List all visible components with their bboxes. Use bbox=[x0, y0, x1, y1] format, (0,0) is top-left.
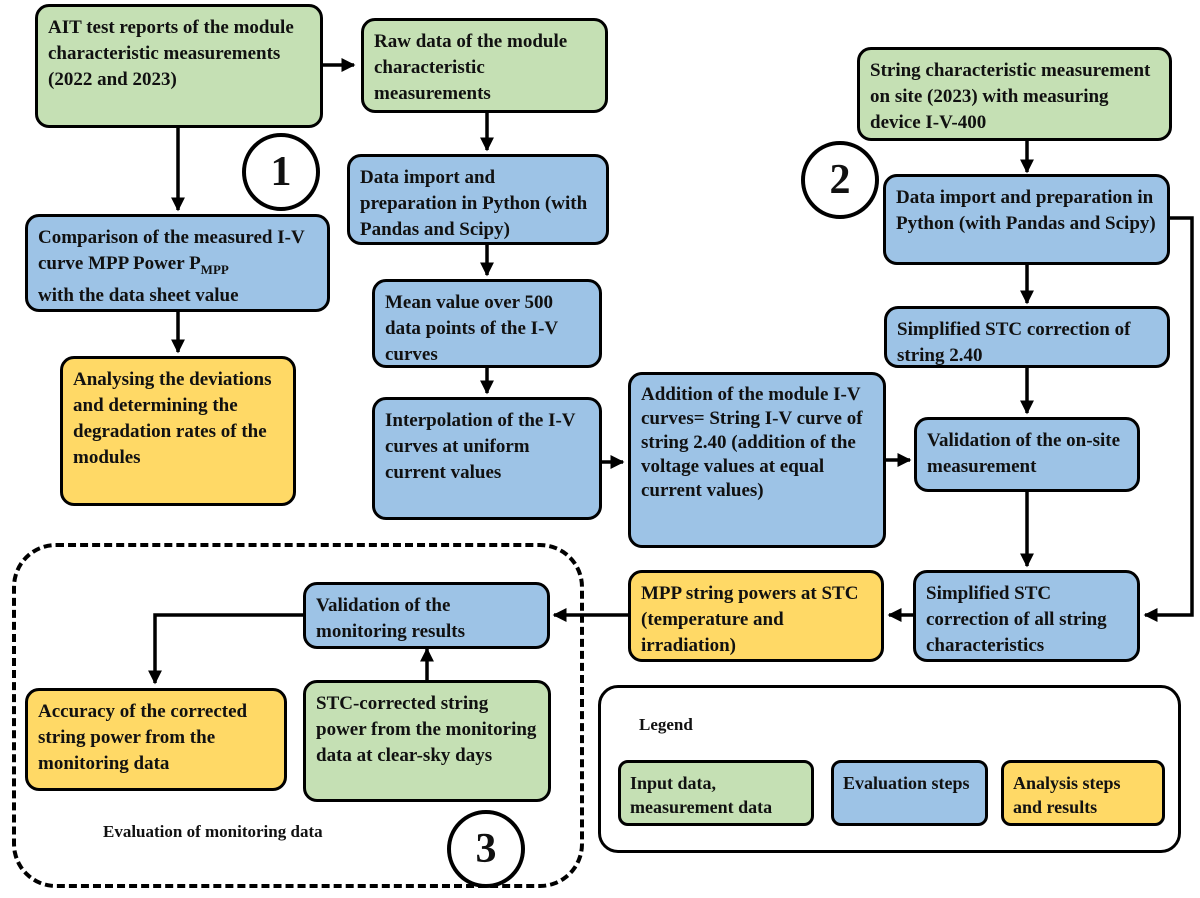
comparison-box: Comparison of the measured I-V curve MPP… bbox=[25, 214, 330, 312]
legend-input-swatch: Input data, measurement data bbox=[618, 760, 814, 826]
validation-monitoring-box: Validation of the monitoring results bbox=[303, 582, 550, 649]
mean-value-box: Mean value over 500 data points of the I… bbox=[372, 279, 602, 368]
stc-corrected-box: STC-corrected string power from the moni… bbox=[303, 680, 551, 802]
legend-analysis-swatch: Analysis steps and results bbox=[1001, 760, 1165, 826]
step-marker-3: 3 bbox=[447, 810, 525, 888]
arrow-validation-to-accuracy bbox=[148, 613, 303, 685]
legend-title: Legend bbox=[639, 715, 693, 734]
comparison-tail-text: with the data sheet value bbox=[38, 284, 239, 306]
mpp-string-powers-box: MPP string powers at STC (temperature an… bbox=[628, 570, 884, 662]
addition-box: Addition of the module I-V curves= Strin… bbox=[628, 372, 886, 548]
arrow-import-to-simplified-all-bypass bbox=[1143, 216, 1194, 622]
simplified-string-box: Simplified STC correction of string 2.40 bbox=[884, 306, 1170, 368]
string-measurement-box: String characteristic measurement on sit… bbox=[857, 47, 1172, 141]
validation-onsite-box: Validation of the on-site measurement bbox=[914, 417, 1140, 492]
legend-evaluation-swatch: Evaluation steps bbox=[831, 760, 988, 826]
accuracy-box: Accuracy of the corrected string power f… bbox=[25, 688, 287, 791]
step-marker-2: 2 bbox=[801, 141, 879, 219]
simplified-all-box: Simplified STC correction of all string … bbox=[913, 570, 1140, 662]
monitoring-region-caption: Evaluation of monitoring data bbox=[103, 822, 323, 841]
monitoring-evaluation-region bbox=[12, 543, 584, 888]
step-marker-1: 1 bbox=[242, 133, 320, 211]
legend: Legend Input data, measurement data Eval… bbox=[598, 685, 1181, 853]
comparison-text: Comparison of the measured I-V curve MPP… bbox=[38, 227, 305, 274]
ait-test-reports-box: AIT test reports of the module character… bbox=[35, 4, 323, 128]
analysing-box: Analysing the deviations and determining… bbox=[60, 356, 296, 506]
interpolation-box: Interpolation of the I-V curves at unifo… bbox=[372, 397, 602, 520]
mpp-subscript: MPP bbox=[200, 261, 229, 277]
raw-data-box: Raw data of the module characteristic me… bbox=[361, 18, 608, 113]
import-left-box: Data import and preparation in Python (w… bbox=[347, 154, 609, 245]
import-right-box: Data import and preparation in Python (w… bbox=[883, 174, 1170, 265]
